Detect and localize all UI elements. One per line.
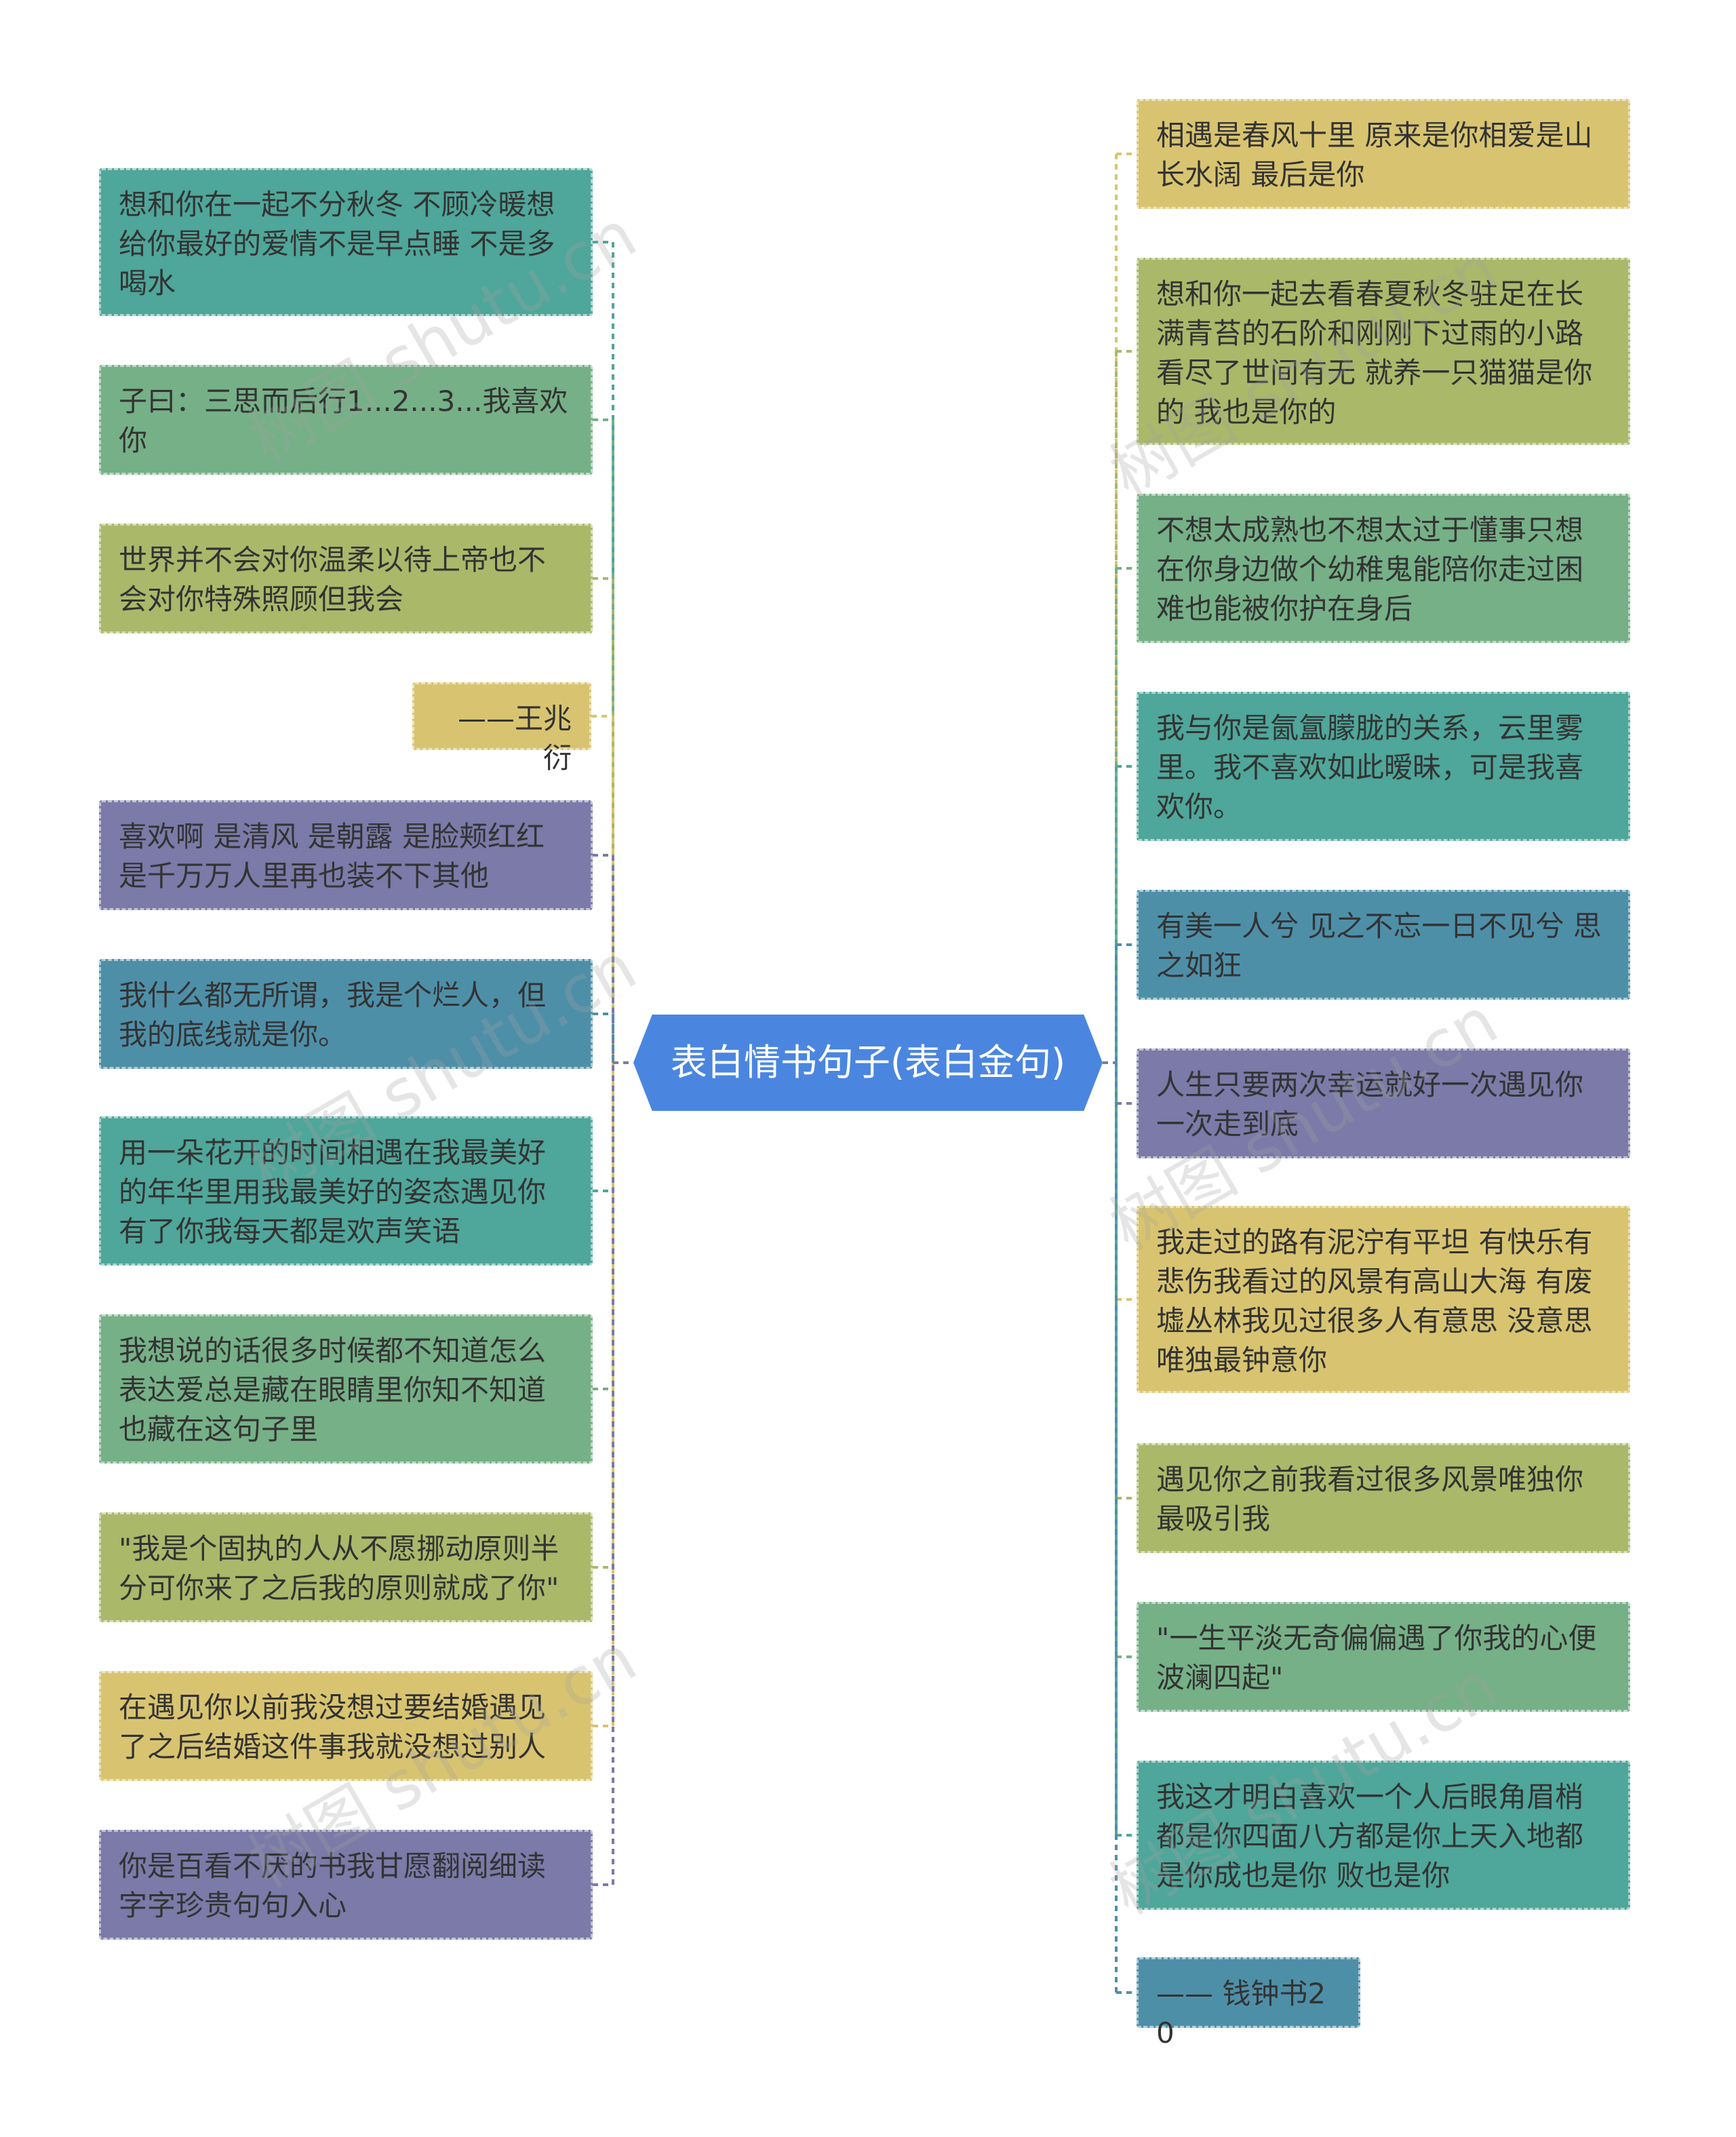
left-branch-node-10[interactable]: 在遇见你以前我没想过要结婚遇见了之后结婚这件事我就没想过别人 [99,1671,593,1781]
root-node[interactable]: 表白情书句子(表白金句) [633,1015,1103,1111]
right-branch-node-5[interactable]: 有美一人兮 见之不忘一日不见兮 思之如狂 [1137,890,1630,1000]
left-branch-node-5[interactable]: 喜欢啊 是清风 是朝露 是脸颊红红 是千万万人里再也装不下其他 [99,800,593,910]
left-branch-node-7[interactable]: 用一朵花开的时间相遇在我最美好的年华里用我最美好的姿态遇见你有了你我每天都是欢声… [99,1116,593,1266]
right-branch-node-4[interactable]: 我与你是氤氲朦胧的关系，云里雾里。我不喜欢如此暧昧，可是我喜欢你。 [1137,692,1630,841]
left-branch-node-8[interactable]: 我想说的话很多时候都不知道怎么表达爱总是藏在眼睛里你知不知道也藏在这句子里 [99,1314,593,1464]
left-branch-node-1[interactable]: 想和你在一起不分秋冬 不顾冷暖想给你最好的爱情不是早点睡 不是多喝水 [99,168,593,316]
left-branch-node-4[interactable]: ——王兆衍 [412,682,591,775]
left-branch-node-6[interactable]: 我什么都无所谓，我是个烂人，但我的底线就是你。 [99,959,593,1069]
left-branch-node-3[interactable]: 世界并不会对你温柔以待上帝也不会对你特殊照顾但我会 [99,524,593,633]
right-branch-node-11[interactable]: —— 钱钟书20 [1137,1957,1360,2050]
right-branch-node-7[interactable]: 我走过的路有泥泞有平坦 有快乐有悲伤我看过的风景有高山大海 有废墟丛林我见过很多… [1137,1206,1630,1393]
right-branch-node-2[interactable]: 想和你一起去看春夏秋冬驻足在长满青苔的石阶和刚刚下过雨的小路看尽了世间有无 就养… [1137,258,1630,445]
right-branch-node-10[interactable]: 我这才明白喜欢一个人后眼角眉梢都是你四面八方都是你上天入地都是你成也是你 败也是… [1137,1761,1630,1910]
right-branch-node-9[interactable]: "一生平淡无奇偏偏遇了你我的心便波澜四起" [1137,1602,1630,1712]
left-branch-node-2[interactable]: 子曰：三思而后行1...2...3...我喜欢你 [99,365,593,475]
right-branch-node-1[interactable]: 相遇是春风十里 原来是你相爱是山长水阔 最后是你 [1137,99,1630,209]
right-branch-node-6[interactable]: 人生只要两次幸运就好一次遇见你一次走到底 [1137,1048,1630,1158]
left-branch-node-9[interactable]: "我是个固执的人从不愿挪动原则半分可你来了之后我的原则就成了你" [99,1512,593,1622]
right-branch-node-3[interactable]: 不想太成熟也不想太过于懂事只想在你身边做个幼稚鬼能陪你走过困难也能被你护在身后 [1137,494,1630,643]
left-branch-node-11[interactable]: 你是百看不厌的书我甘愿翻阅细读字字珍贵句句入心 [99,1830,593,1940]
right-branch-node-8[interactable]: 遇见你之前我看过很多风景唯独你最吸引我 [1137,1443,1630,1553]
